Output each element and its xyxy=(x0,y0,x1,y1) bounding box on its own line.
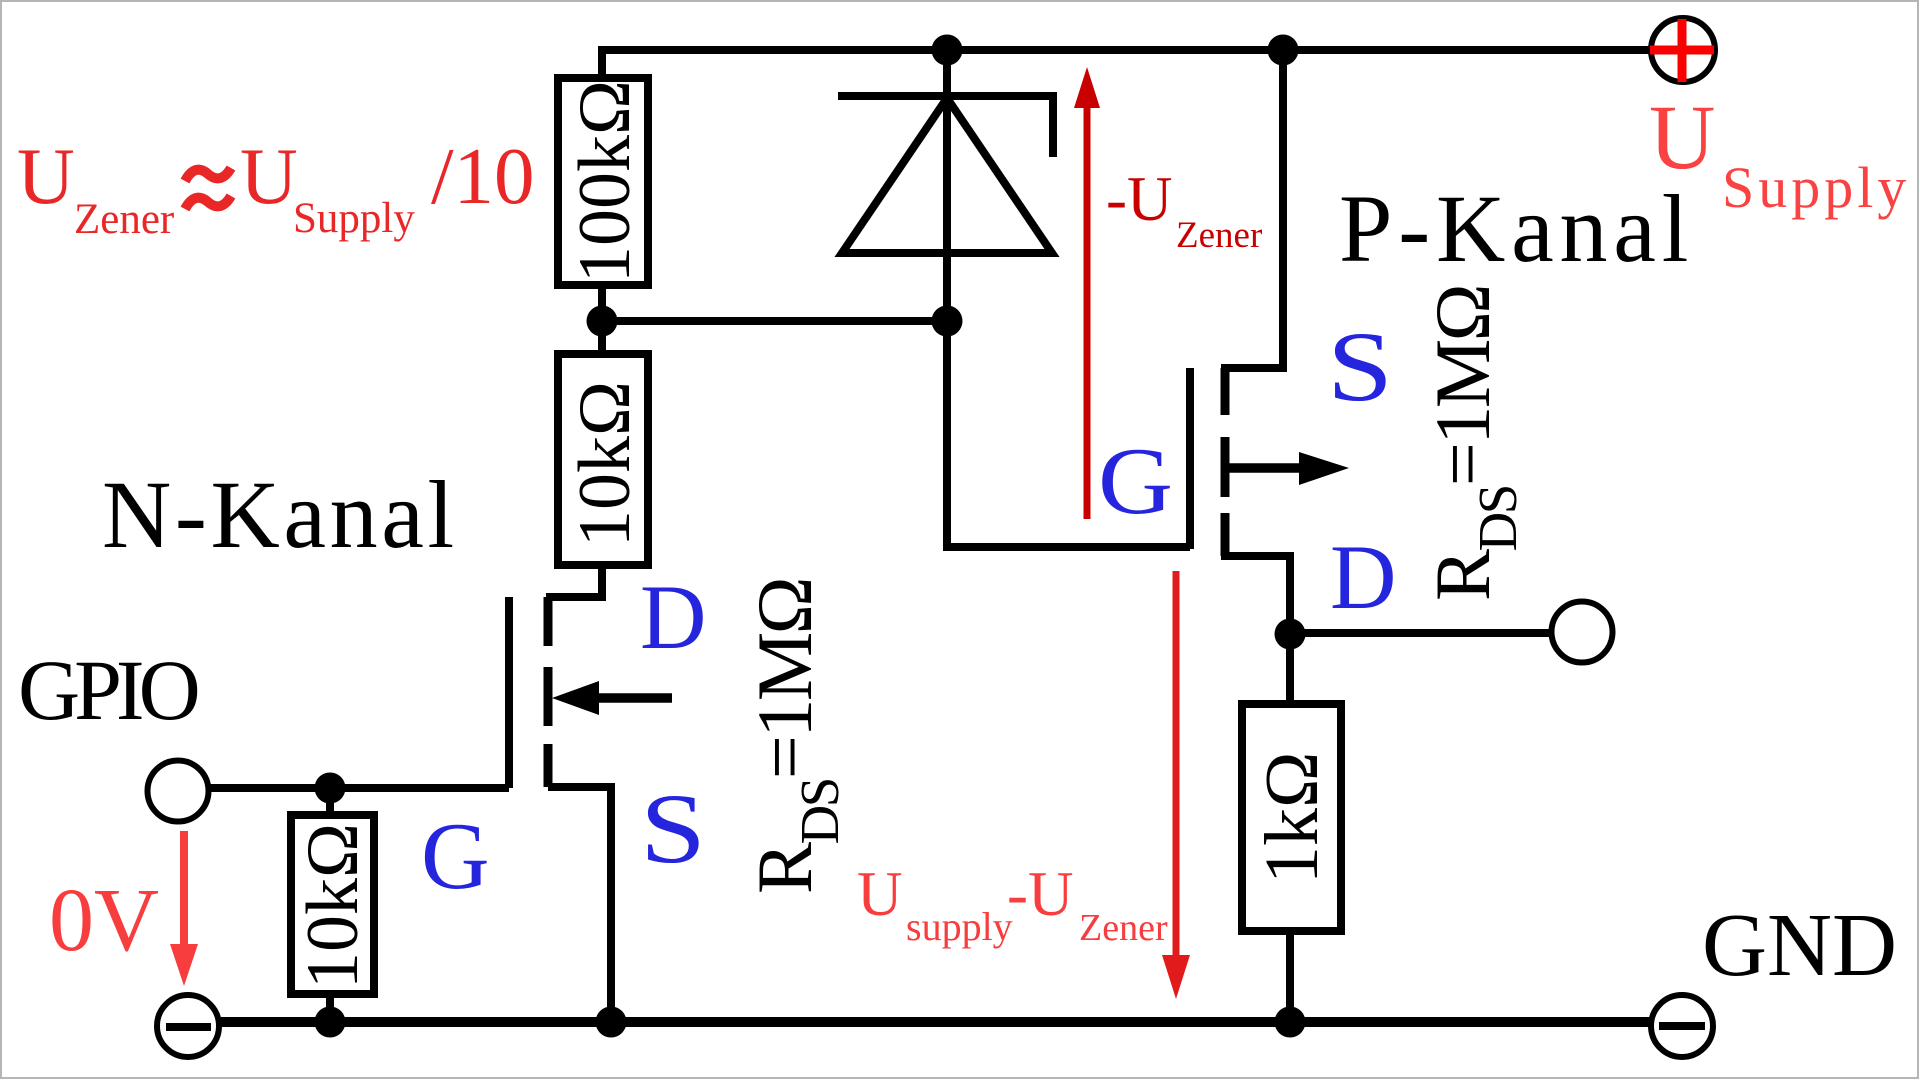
svg-text:D: D xyxy=(1330,526,1396,628)
svg-text:U: U xyxy=(857,859,903,929)
svg-text:-U: -U xyxy=(1106,164,1172,234)
svg-text:Zener: Zener xyxy=(1079,907,1168,949)
svg-text:D: D xyxy=(640,566,706,668)
svg-text:Supply: Supply xyxy=(1722,155,1910,220)
svg-text:GPIO: GPIO xyxy=(18,642,198,738)
svg-text:Supply: Supply xyxy=(293,195,415,242)
svg-text:10kΩ: 10kΩ xyxy=(564,381,646,547)
svg-text:Zener: Zener xyxy=(1176,215,1262,256)
svg-text:U: U xyxy=(17,133,75,221)
svg-text:S: S xyxy=(1327,311,1393,422)
svg-text:10kΩ: 10kΩ xyxy=(292,823,374,989)
svg-text:supply: supply xyxy=(906,904,1013,949)
svg-text:-U: -U xyxy=(1007,859,1073,929)
svg-text:GND: GND xyxy=(1702,896,1897,995)
svg-text:U: U xyxy=(1649,86,1715,188)
svg-text:S: S xyxy=(640,773,706,884)
svg-text:1kΩ: 1kΩ xyxy=(1250,752,1334,884)
svg-text:Zener: Zener xyxy=(74,196,174,243)
svg-text:/10: /10 xyxy=(431,131,535,221)
svg-text:G: G xyxy=(421,803,490,909)
svg-text:U: U xyxy=(240,133,298,221)
svg-text:100kΩ: 100kΩ xyxy=(564,80,646,283)
svg-text:G: G xyxy=(1098,428,1173,534)
svg-text:N-Kanal: N-Kanal xyxy=(102,461,458,568)
svg-text:P-Kanal: P-Kanal xyxy=(1339,175,1694,282)
svg-text:0V: 0V xyxy=(49,871,159,970)
